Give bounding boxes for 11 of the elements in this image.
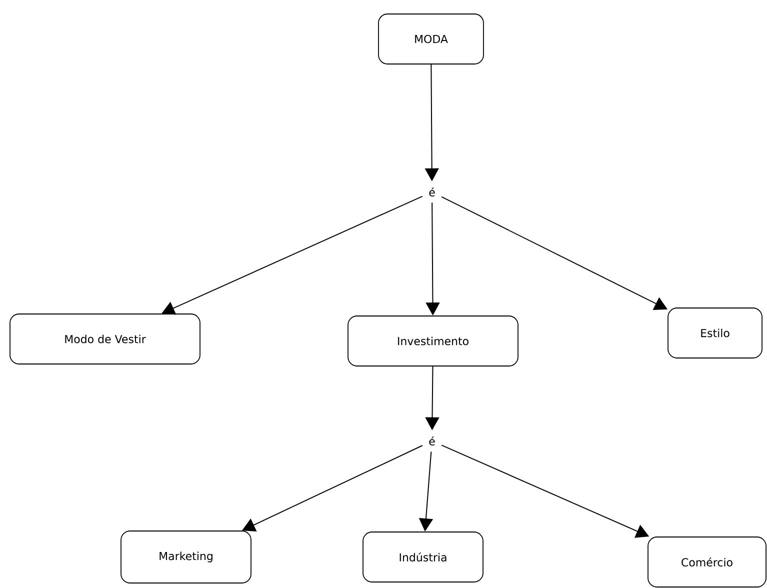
concept-box: Comércio [648, 536, 766, 588]
concept-box: Indústria [362, 532, 484, 582]
concept-box: Modo de Vestir [10, 314, 200, 364]
arrow [162, 196, 423, 315]
concept-box: Estilo [668, 308, 762, 358]
concept-box: Investimento [348, 316, 518, 366]
arrow [242, 445, 423, 532]
concept-box: Marketing [120, 530, 252, 584]
linking-phrase: é [422, 430, 442, 452]
concept-box: MODA [378, 14, 484, 64]
linking-phrase: é [422, 182, 442, 202]
